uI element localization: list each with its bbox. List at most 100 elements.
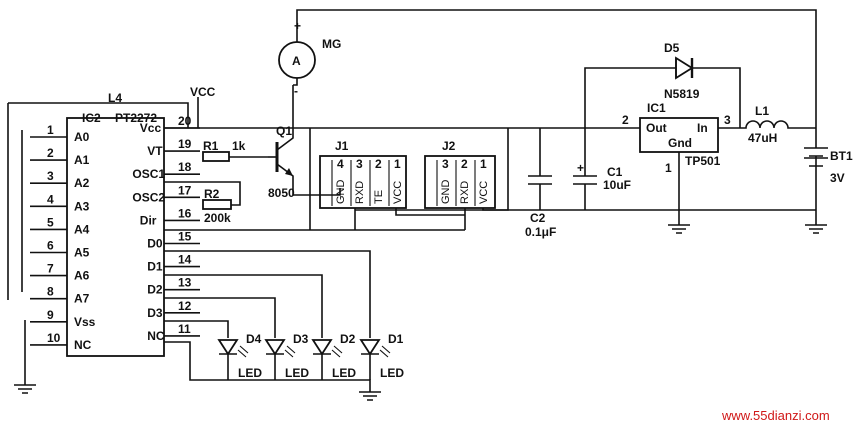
- ic2-pin-number: 15: [178, 230, 192, 244]
- ground-symbol-ic1: [668, 224, 690, 234]
- ic2-pin-number: 9: [47, 308, 54, 322]
- led-triangle: [217, 339, 239, 356]
- d5-part: N5819: [664, 87, 700, 101]
- ic2-pin-name: A2: [74, 176, 90, 190]
- ic2-pin-name: D2: [147, 283, 163, 297]
- led-triangle: [311, 339, 333, 356]
- led-light-arrows: [331, 345, 343, 358]
- j2-signal-label: GND: [440, 180, 452, 205]
- j1-signal-label: RXD: [354, 181, 366, 204]
- led-ref: D2: [340, 332, 356, 346]
- l1-ref: L1: [755, 104, 769, 118]
- ic2-pin-number: 6: [47, 239, 54, 253]
- j1-vcc-link: [395, 208, 465, 216]
- j1-ref: J1: [335, 139, 349, 153]
- led-type: LED: [380, 366, 404, 380]
- ic2-pin-name: Dir: [140, 213, 157, 227]
- c1-plus: +: [577, 161, 584, 175]
- ic2-pin-name: A1: [74, 153, 90, 167]
- ic2-pin-number: 1: [47, 123, 54, 137]
- ic2-pin-name: OSC1: [132, 167, 165, 181]
- ic1-gnd: Gnd: [668, 136, 692, 150]
- r2-right-wire: [231, 198, 241, 206]
- ic2-part: PT2272: [115, 111, 157, 125]
- ic1-part: TP501: [685, 154, 721, 168]
- ic2-pin-number: 2: [47, 146, 54, 160]
- bt1-ref: BT1: [830, 149, 853, 163]
- led-triangle: [264, 339, 286, 356]
- ic2-pin-number: 16: [178, 206, 192, 220]
- ic1-out: Out: [646, 121, 667, 135]
- j1-signal-label: GND: [335, 180, 347, 205]
- ic2-pin-name: OSC2: [132, 190, 165, 204]
- motor-ref: MG: [322, 37, 341, 51]
- d1-wire: [164, 274, 323, 338]
- ic2-pin-number: 19: [178, 137, 192, 151]
- bt1-battery: BT1 3V: [804, 128, 853, 210]
- ic2-pin-number: 12: [178, 299, 192, 313]
- ic1-body: [639, 117, 719, 153]
- ic2-pin-number: 14: [178, 253, 192, 267]
- bt1-value: 3V: [830, 171, 845, 185]
- ic2-pin-name: NC: [74, 338, 92, 352]
- ic2-pin-name: Vcc: [140, 121, 162, 135]
- ic2-pin-name: A6: [74, 269, 90, 283]
- ic2-pin-name: D3: [147, 306, 163, 320]
- c1-value: 10uF: [603, 178, 631, 192]
- ic2-ref: IC2: [82, 111, 101, 125]
- led-ref: D3: [293, 332, 309, 346]
- d5-ref: D5: [664, 41, 680, 55]
- led-light-arrows: [237, 345, 249, 358]
- ic2-pin-number: 20: [178, 114, 192, 128]
- j2-ref: J2: [442, 139, 456, 153]
- led-common-wire: [164, 341, 371, 392]
- q1-ref: Q1: [276, 124, 292, 138]
- ic2-pin-number: 8: [47, 285, 54, 299]
- led-ref: D4: [246, 332, 262, 346]
- vcc-label: VCC: [190, 85, 216, 99]
- j2-pin-number: 2: [461, 157, 468, 171]
- j1-signal-label: TE: [373, 190, 385, 204]
- motor-symbol: A: [292, 54, 301, 68]
- j1-pin-number: 2: [375, 157, 382, 171]
- j1-signal-label: VCC: [392, 181, 404, 204]
- led-type: LED: [332, 366, 356, 380]
- l4-label: L4: [108, 91, 122, 105]
- c2-ref: C2: [530, 211, 546, 225]
- motor-mg: A + - MG: [278, 9, 817, 128]
- j1-pin-number: 1: [394, 157, 401, 171]
- motor-minus: -: [294, 84, 298, 98]
- c1-capacitor: + C1 10uF: [573, 128, 631, 210]
- l1-value: 47uH: [748, 131, 777, 145]
- ic1-pin2: 2: [622, 113, 629, 127]
- led-light-arrows: [379, 345, 391, 358]
- j1-body: [319, 155, 407, 209]
- r2-value: 200k: [204, 211, 231, 225]
- ic2-pin-number: 3: [47, 169, 54, 183]
- ic2-pin-number: 7: [47, 262, 54, 276]
- ic2-pin-number: 18: [178, 160, 192, 174]
- antenna-top-wire: [8, 102, 189, 128]
- j1-pin-number: 3: [356, 157, 363, 171]
- j2-signal-label: VCC: [478, 181, 490, 204]
- ic2-pin-name: A4: [74, 222, 90, 236]
- q1-transistor: Q1 8050: [268, 85, 295, 200]
- ic1-tp501: IC1 Out In Gnd TP501 2 3 1: [620, 101, 740, 175]
- ic1-in: In: [697, 121, 708, 135]
- r1-ref: R1: [203, 139, 219, 153]
- ground-symbol-left: [14, 384, 36, 394]
- led-type: LED: [238, 366, 262, 380]
- ic2-pin-number: 10: [47, 331, 61, 345]
- ic2-pin-name: NC: [147, 329, 165, 343]
- ic1-pin1: 1: [665, 161, 672, 175]
- ic2-body: [66, 117, 165, 357]
- ic2-pin-number: 4: [47, 192, 54, 206]
- c2-capacitor: C2 0.1μF: [525, 128, 556, 239]
- j2-pin-number: 1: [480, 157, 487, 171]
